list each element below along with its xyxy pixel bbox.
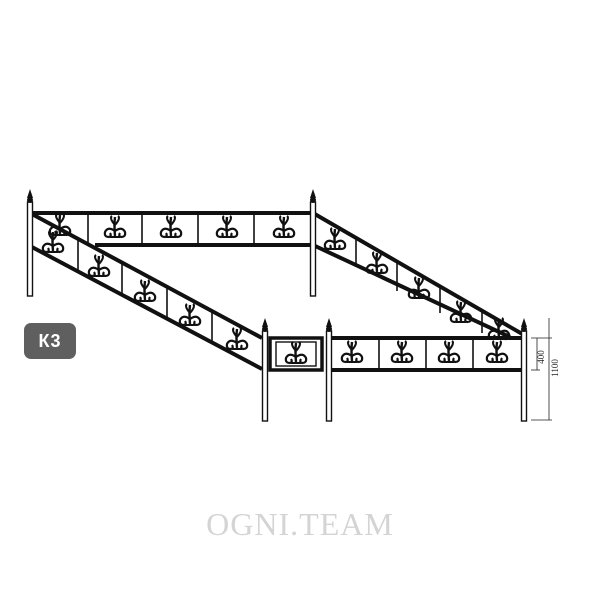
- left-fence-panel: [29, 211, 263, 371]
- model-badge: К3: [24, 323, 76, 359]
- fence-group: [26, 189, 528, 422]
- dimension-400-label: 400: [536, 350, 546, 364]
- dimension-1100-label: 1100: [550, 359, 560, 377]
- front-fence-panel: [329, 336, 524, 372]
- watermark: OGNI.TEAM: [206, 506, 394, 542]
- model-badge-label: К3: [38, 330, 62, 351]
- dimension-lines: 400 1100: [531, 318, 560, 421]
- fence-posts: [26, 189, 528, 422]
- back-fence-panel: [30, 211, 313, 247]
- front-gate-panel: [268, 336, 324, 372]
- right-fence-panel: [311, 211, 526, 341]
